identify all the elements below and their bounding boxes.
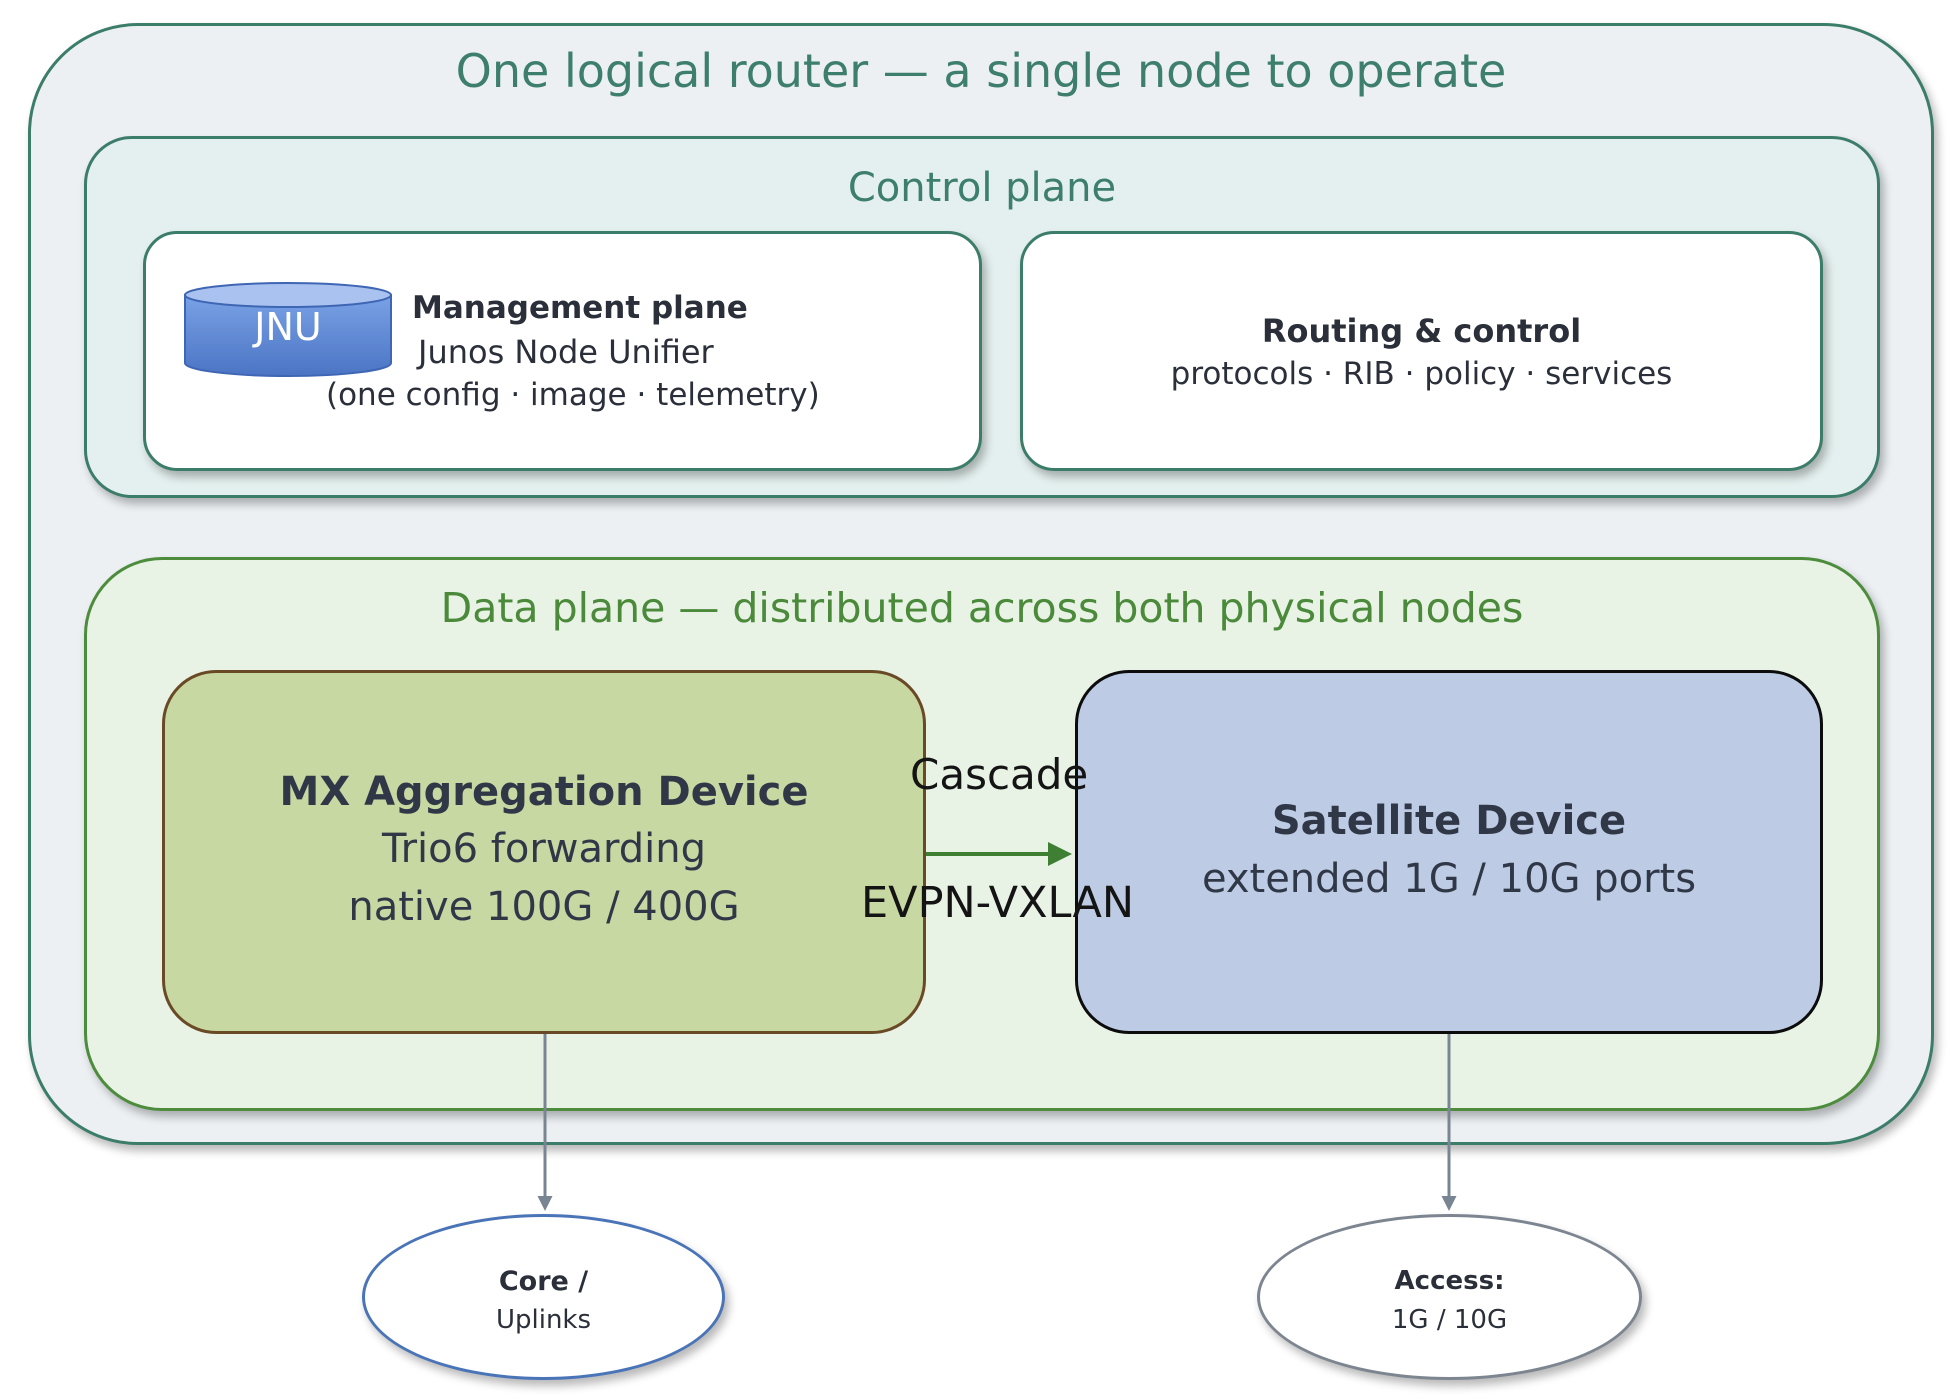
core-node-sublabel: Uplinks: [495, 1305, 592, 1335]
access-node-sublabel: 1G / 10G: [1391, 1305, 1508, 1335]
routing-control-title: Routing & control: [1261, 312, 1582, 350]
core-node-label: Core /: [498, 1266, 589, 1297]
core-uplinks-node: [362, 1214, 725, 1380]
management-plane-title: Management plane: [412, 290, 748, 326]
data-plane-title: Data plane — distributed across both phy…: [440, 584, 1524, 632]
satellite-device-box: [1075, 670, 1823, 1034]
logical-router-title: One logical router — a single node to op…: [455, 44, 1507, 98]
jnu-label: JNU: [254, 305, 322, 349]
management-plane-note: (one config · image · telemetry): [326, 377, 820, 413]
satellite-device-ports: extended 1G / 10G ports: [1201, 856, 1697, 902]
evpn-vxlan-label: EVPN-VXLAN: [861, 878, 1135, 928]
access-node: [1257, 1214, 1642, 1380]
mx-aggregation-device-box: [162, 670, 926, 1034]
mx-device-ports: native 100G / 400G: [348, 884, 740, 930]
satellite-device-title: Satellite Device: [1271, 798, 1627, 844]
management-plane-name: Junos Node Unifier: [418, 333, 714, 371]
database-cylinder-icon: [184, 282, 392, 377]
routing-control-card: [1020, 231, 1823, 471]
routing-control-subtitle: protocols · RIB · policy · services: [1170, 356, 1673, 392]
access-node-label: Access:: [1394, 1266, 1505, 1296]
control-plane-title: Control plane: [847, 165, 1117, 211]
mx-device-forwarding: Trio6 forwarding: [382, 826, 706, 872]
mx-device-title: MX Aggregation Device: [279, 769, 809, 815]
cascade-label: Cascade: [910, 750, 1089, 799]
